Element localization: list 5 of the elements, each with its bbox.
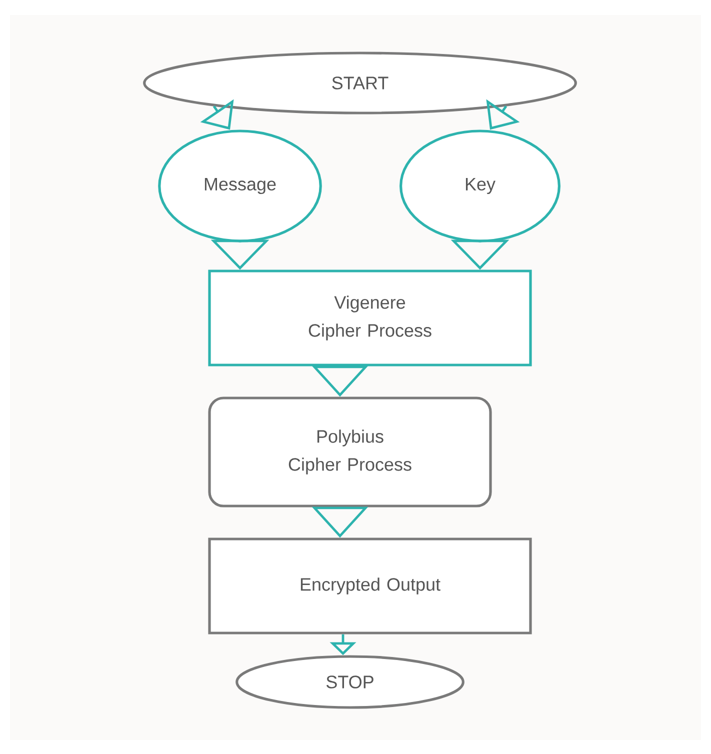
process-box: Vigenere Cipher Process [208,270,532,366]
stop-oval: STOP [236,655,464,709]
process-box: Polybius Cipher Process [208,396,492,508]
start-oval: START [143,52,577,114]
output-box: Encrypted Output [208,538,532,634]
